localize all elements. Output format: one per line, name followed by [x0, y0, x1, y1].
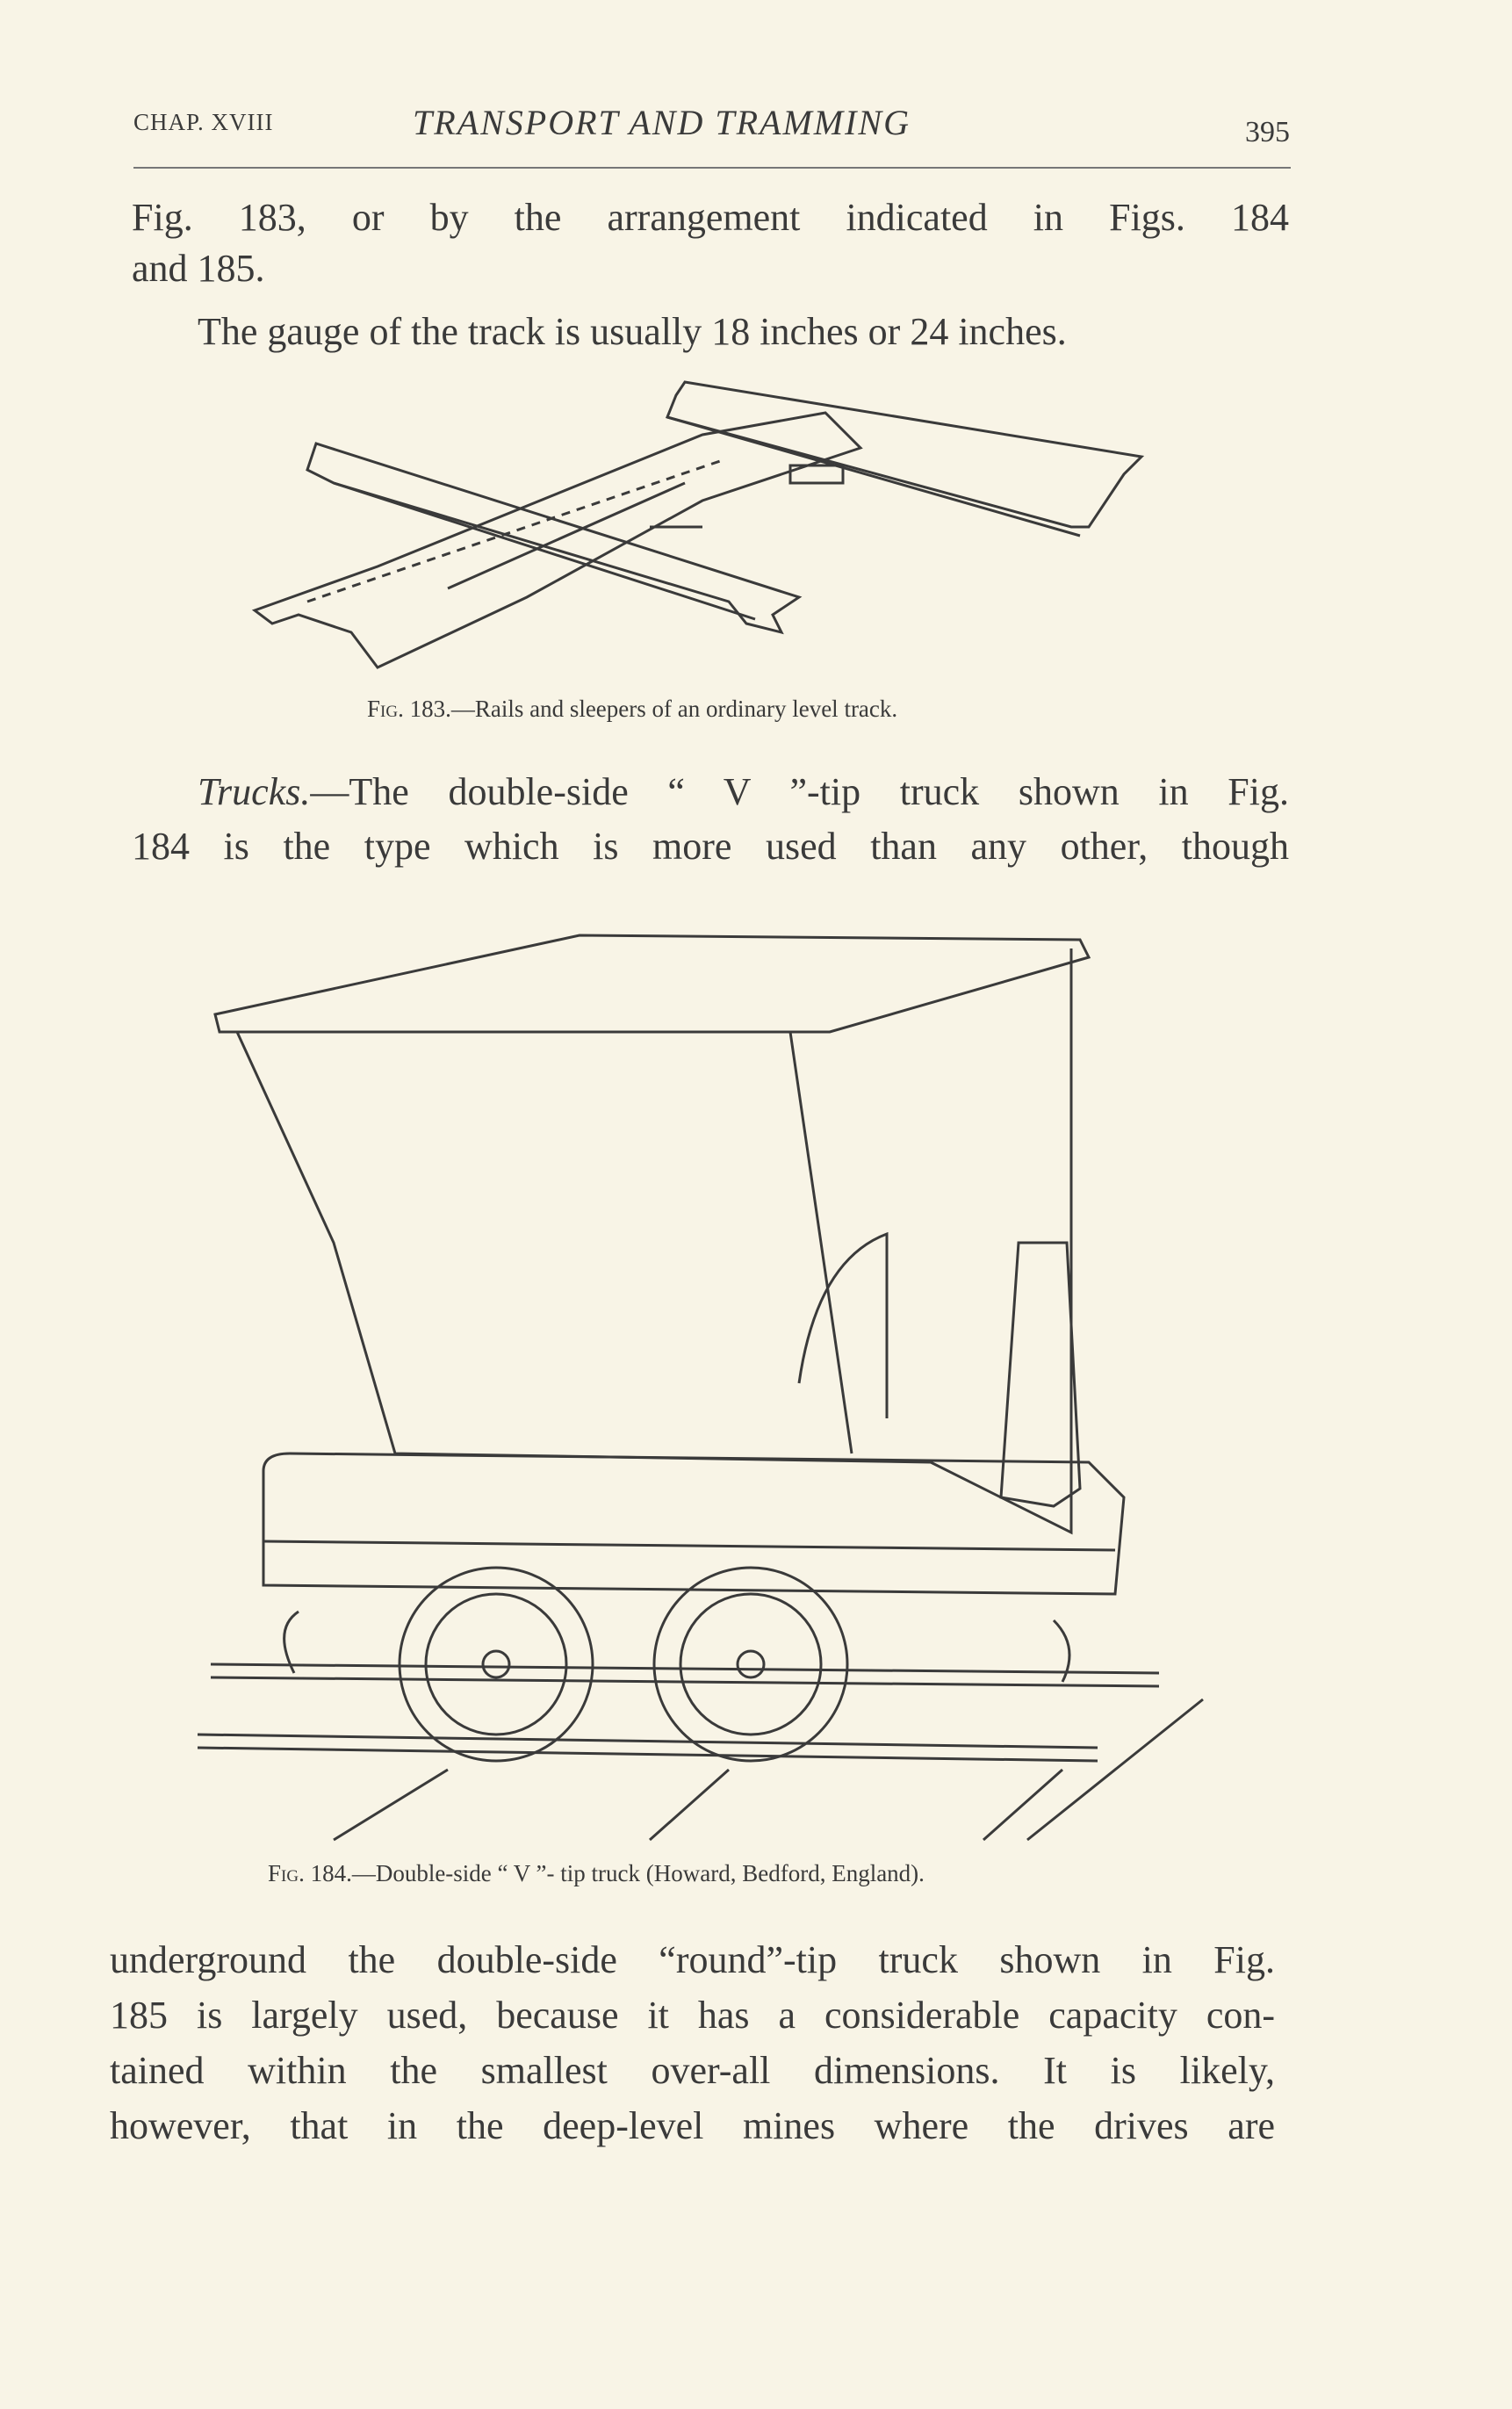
paragraph-line: Fig. 183, or by the arrangement indicate… [132, 196, 1289, 239]
paragraph-line: Trucks.—The double-side “ V ”-tip truck … [198, 764, 1289, 819]
figure-184-illustration [197, 934, 1204, 1842]
figure-183-illustration [251, 380, 1145, 669]
figure-183-label: Fig. 183. [367, 696, 451, 722]
running-head-chapter: CHAP. XVIII [133, 109, 274, 135]
figure-184-label: Fig. 184. [268, 1860, 352, 1886]
figure-183-caption-text: —Rails and sleepers of an ordinary level… [450, 696, 898, 722]
paragraph-line: however, that in the deep-level mines wh… [110, 2104, 1275, 2147]
section-heading-trucks: Trucks. [198, 770, 311, 813]
running-head-title: TRANSPORT AND TRAMMING [413, 103, 911, 142]
paragraph-line: underground the double-side “round”-tip … [110, 1938, 1275, 1981]
paragraph-gauge: The gauge of the track is usually 18 inc… [198, 310, 1067, 353]
figure-184-caption-text: —Double-side “ V ”- tip truck (Howard, B… [351, 1860, 925, 1886]
paragraph-text: —The double-side “ V ”-tip truck shown i… [310, 770, 1289, 813]
page-number: 395 [1245, 116, 1290, 148]
paragraph-line: 185 is largely used, because it has a co… [110, 1994, 1275, 2037]
paragraph-line: and 185. [132, 247, 265, 290]
paragraph-line: tained within the smallest over-all dime… [110, 2049, 1275, 2092]
header-rule [133, 167, 1291, 169]
figure-183-caption: Fig. 183.—Rails and sleepers of an ordin… [367, 696, 897, 723]
figure-184-caption: Fig. 184.—Double-side “ V ”- tip truck (… [268, 1860, 925, 1887]
paragraph-line: 184 is the type which is more used than … [132, 825, 1289, 868]
